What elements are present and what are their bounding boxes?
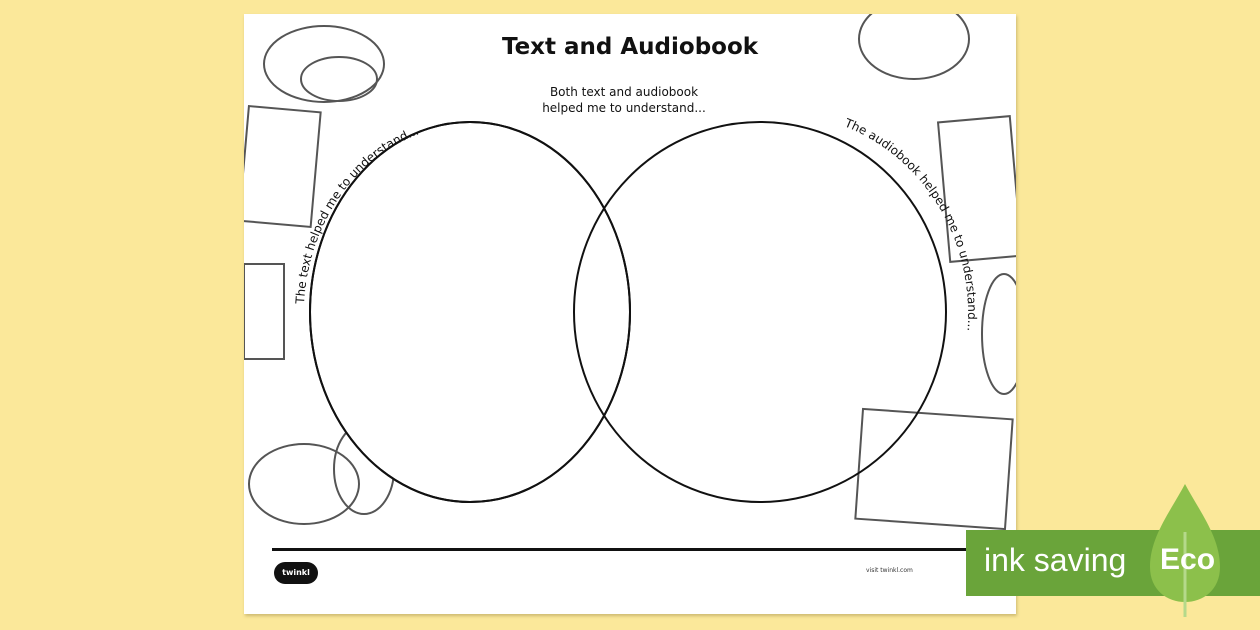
twinkl-logo: twinkl bbox=[274, 562, 318, 584]
left-circle bbox=[309, 121, 631, 503]
right-circle bbox=[573, 121, 947, 503]
worksheet-title: Text and Audiobook bbox=[501, 34, 759, 60]
eco-label: Eco bbox=[1160, 543, 1216, 576]
footer-divider bbox=[272, 548, 1016, 551]
decorative-books-right bbox=[854, 14, 1016, 531]
venn-diagram: The text helped me to understand... The … bbox=[244, 14, 1016, 531]
overlap-label: Both text and audiobook helped me to und… bbox=[542, 85, 706, 115]
worksheet-page: The text helped me to understand... The … bbox=[244, 14, 1016, 614]
decorative-headphones-top-left bbox=[244, 25, 395, 525]
ink-saving-label: ink saving bbox=[984, 542, 1127, 578]
footer-url: visit twinkl.com bbox=[866, 567, 913, 574]
right-circle-label: The audiobook helped me to understand... bbox=[842, 115, 979, 332]
leaf-icon bbox=[1150, 484, 1220, 617]
